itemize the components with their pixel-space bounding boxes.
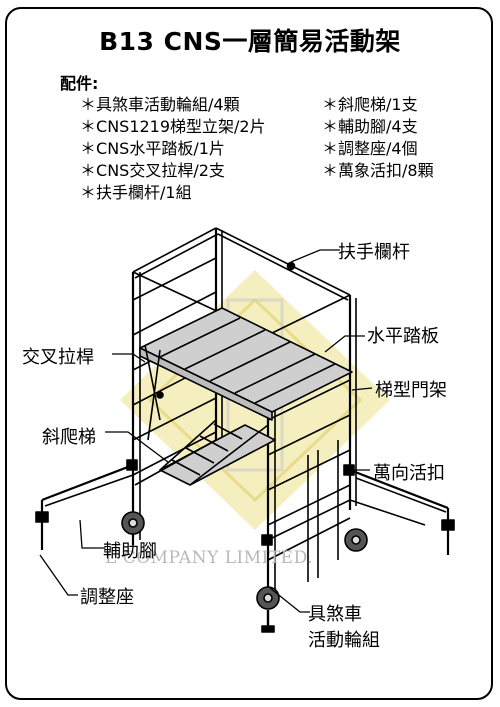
leader-lines [39,249,373,613]
parts-list-right: 斜爬梯/1支 輔助腳/4支 調整座/4個 萬象活扣/8顆 [322,94,434,182]
label-platform: 水平踏板 [367,326,439,347]
outrigger-left [41,439,217,507]
part-item: 具煞車活動輪組/4顆 [80,94,266,116]
part-item: 斜爬梯/1支 [322,94,434,116]
watermark-company-text: L COMPANY LIMITED. [105,548,314,568]
platform-deck [139,307,353,421]
part-item: 萬象活扣/8顆 [322,160,434,182]
part-item: 扶手欄杆/1組 [80,182,266,204]
part-item: 調整座/4個 [322,138,434,160]
part-item: CNS交叉拉桿/2支 [80,160,266,182]
parts-heading: 配件: [60,74,99,93]
page-title: B13 CNS一層簡易活動架 [99,27,401,56]
label-ladder-frame: 梯型門架 [375,380,447,401]
label-stair: 斜爬梯 [42,427,96,448]
handrail [132,227,351,336]
label-handrail: 扶手欄杆 [338,242,410,263]
part-item: CNS1219梯型立架/2片 [80,116,266,138]
part-item: 輔助腳/4支 [322,116,434,138]
label-caster-line2: 活動輪組 [308,630,380,651]
caster [121,511,368,633]
page-border [5,7,493,700]
adjuster [35,500,455,555]
stair [159,419,276,486]
parts-list-left: 具煞車活動輪組/4顆 CNS1219梯型立架/2片 CNS水平踏板/1片 CNS… [80,94,266,204]
label-outrigger: 輔助腳 [103,541,157,562]
label-clamp: 萬向活扣 [373,463,445,484]
label-adjuster: 調整座 [80,587,134,608]
part-item: CNS水平踏板/1片 [80,138,266,160]
cross-brace [144,344,164,441]
label-caster-line1: 具煞車 [308,604,362,625]
outrigger-right [267,468,449,541]
label-cross-brace: 交叉拉桿 [22,347,94,368]
